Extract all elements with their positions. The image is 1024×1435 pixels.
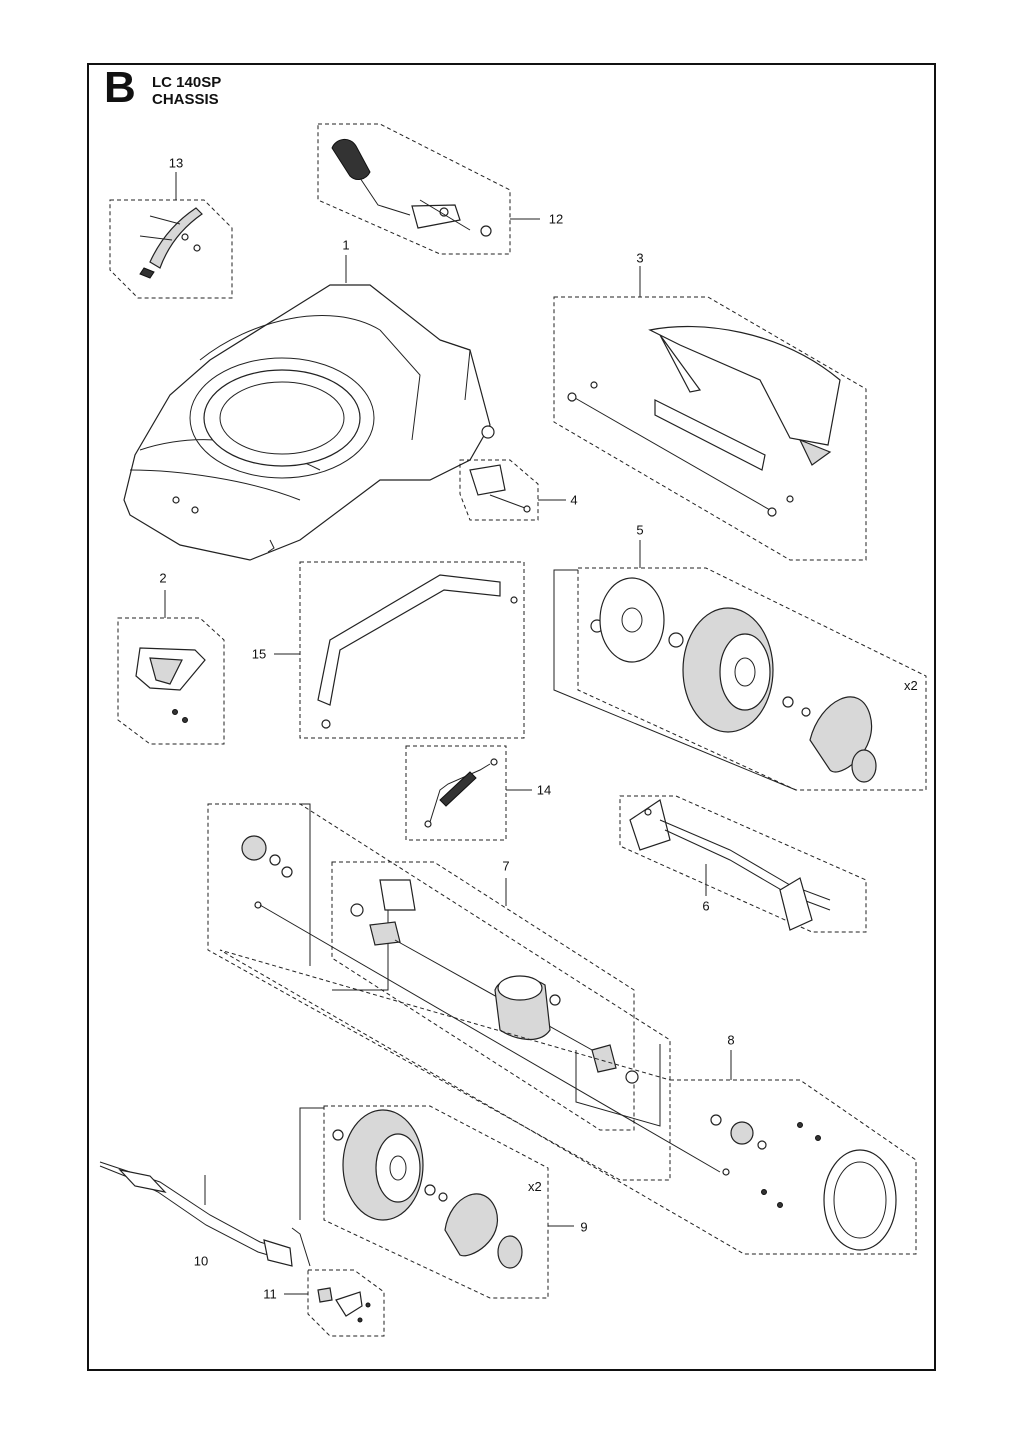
height-adjust-sector-group — [109, 172, 233, 299]
mower-deck — [123, 255, 495, 561]
model-name: LC 140SP — [152, 74, 222, 91]
diagram-frame — [87, 63, 936, 1371]
hinge-bracket-group — [459, 459, 566, 521]
drive-gear-group — [219, 949, 917, 1255]
lower-handle-group — [274, 561, 525, 739]
callout-1: 1 — [342, 237, 350, 253]
handle-lever-group — [317, 123, 540, 255]
callout-2: 2 — [159, 570, 167, 586]
front-wheel-quantity: x2 — [528, 1179, 542, 1194]
callout-7: 7 — [502, 858, 510, 874]
drive-shaft-assembly-outline — [207, 803, 730, 1181]
section-letter: B — [104, 63, 136, 112]
callout-6: 6 — [702, 898, 710, 914]
gearbox-group — [331, 861, 661, 1131]
emblem-group — [117, 590, 225, 745]
rear-axle-group — [619, 795, 867, 933]
front-wheel-group — [299, 1105, 574, 1299]
callout-14: 14 — [536, 782, 552, 798]
axle-bracket-group — [284, 1227, 385, 1337]
callout-13: 13 — [168, 155, 184, 171]
callout-3: 3 — [636, 250, 644, 266]
callout-15: 15 — [251, 646, 267, 662]
callout-10: 10 — [193, 1253, 209, 1269]
callout-11: 11 — [263, 1286, 277, 1302]
callout-8: 8 — [727, 1032, 735, 1048]
page-title: LC 140SP CHASSIS — [152, 74, 221, 108]
callout-4: 4 — [570, 492, 578, 508]
rear-wheel-quantity: x2 — [904, 678, 918, 693]
callout-5: 5 — [636, 522, 644, 538]
spring-group — [405, 745, 532, 841]
front-axle-group — [99, 1161, 293, 1267]
callout-12: 12 — [548, 211, 564, 227]
assembly-name: CHASSIS — [152, 91, 219, 108]
rear-wheel-group — [553, 540, 927, 791]
callout-9: 9 — [580, 1219, 588, 1235]
rear-deflector-group — [553, 266, 867, 561]
